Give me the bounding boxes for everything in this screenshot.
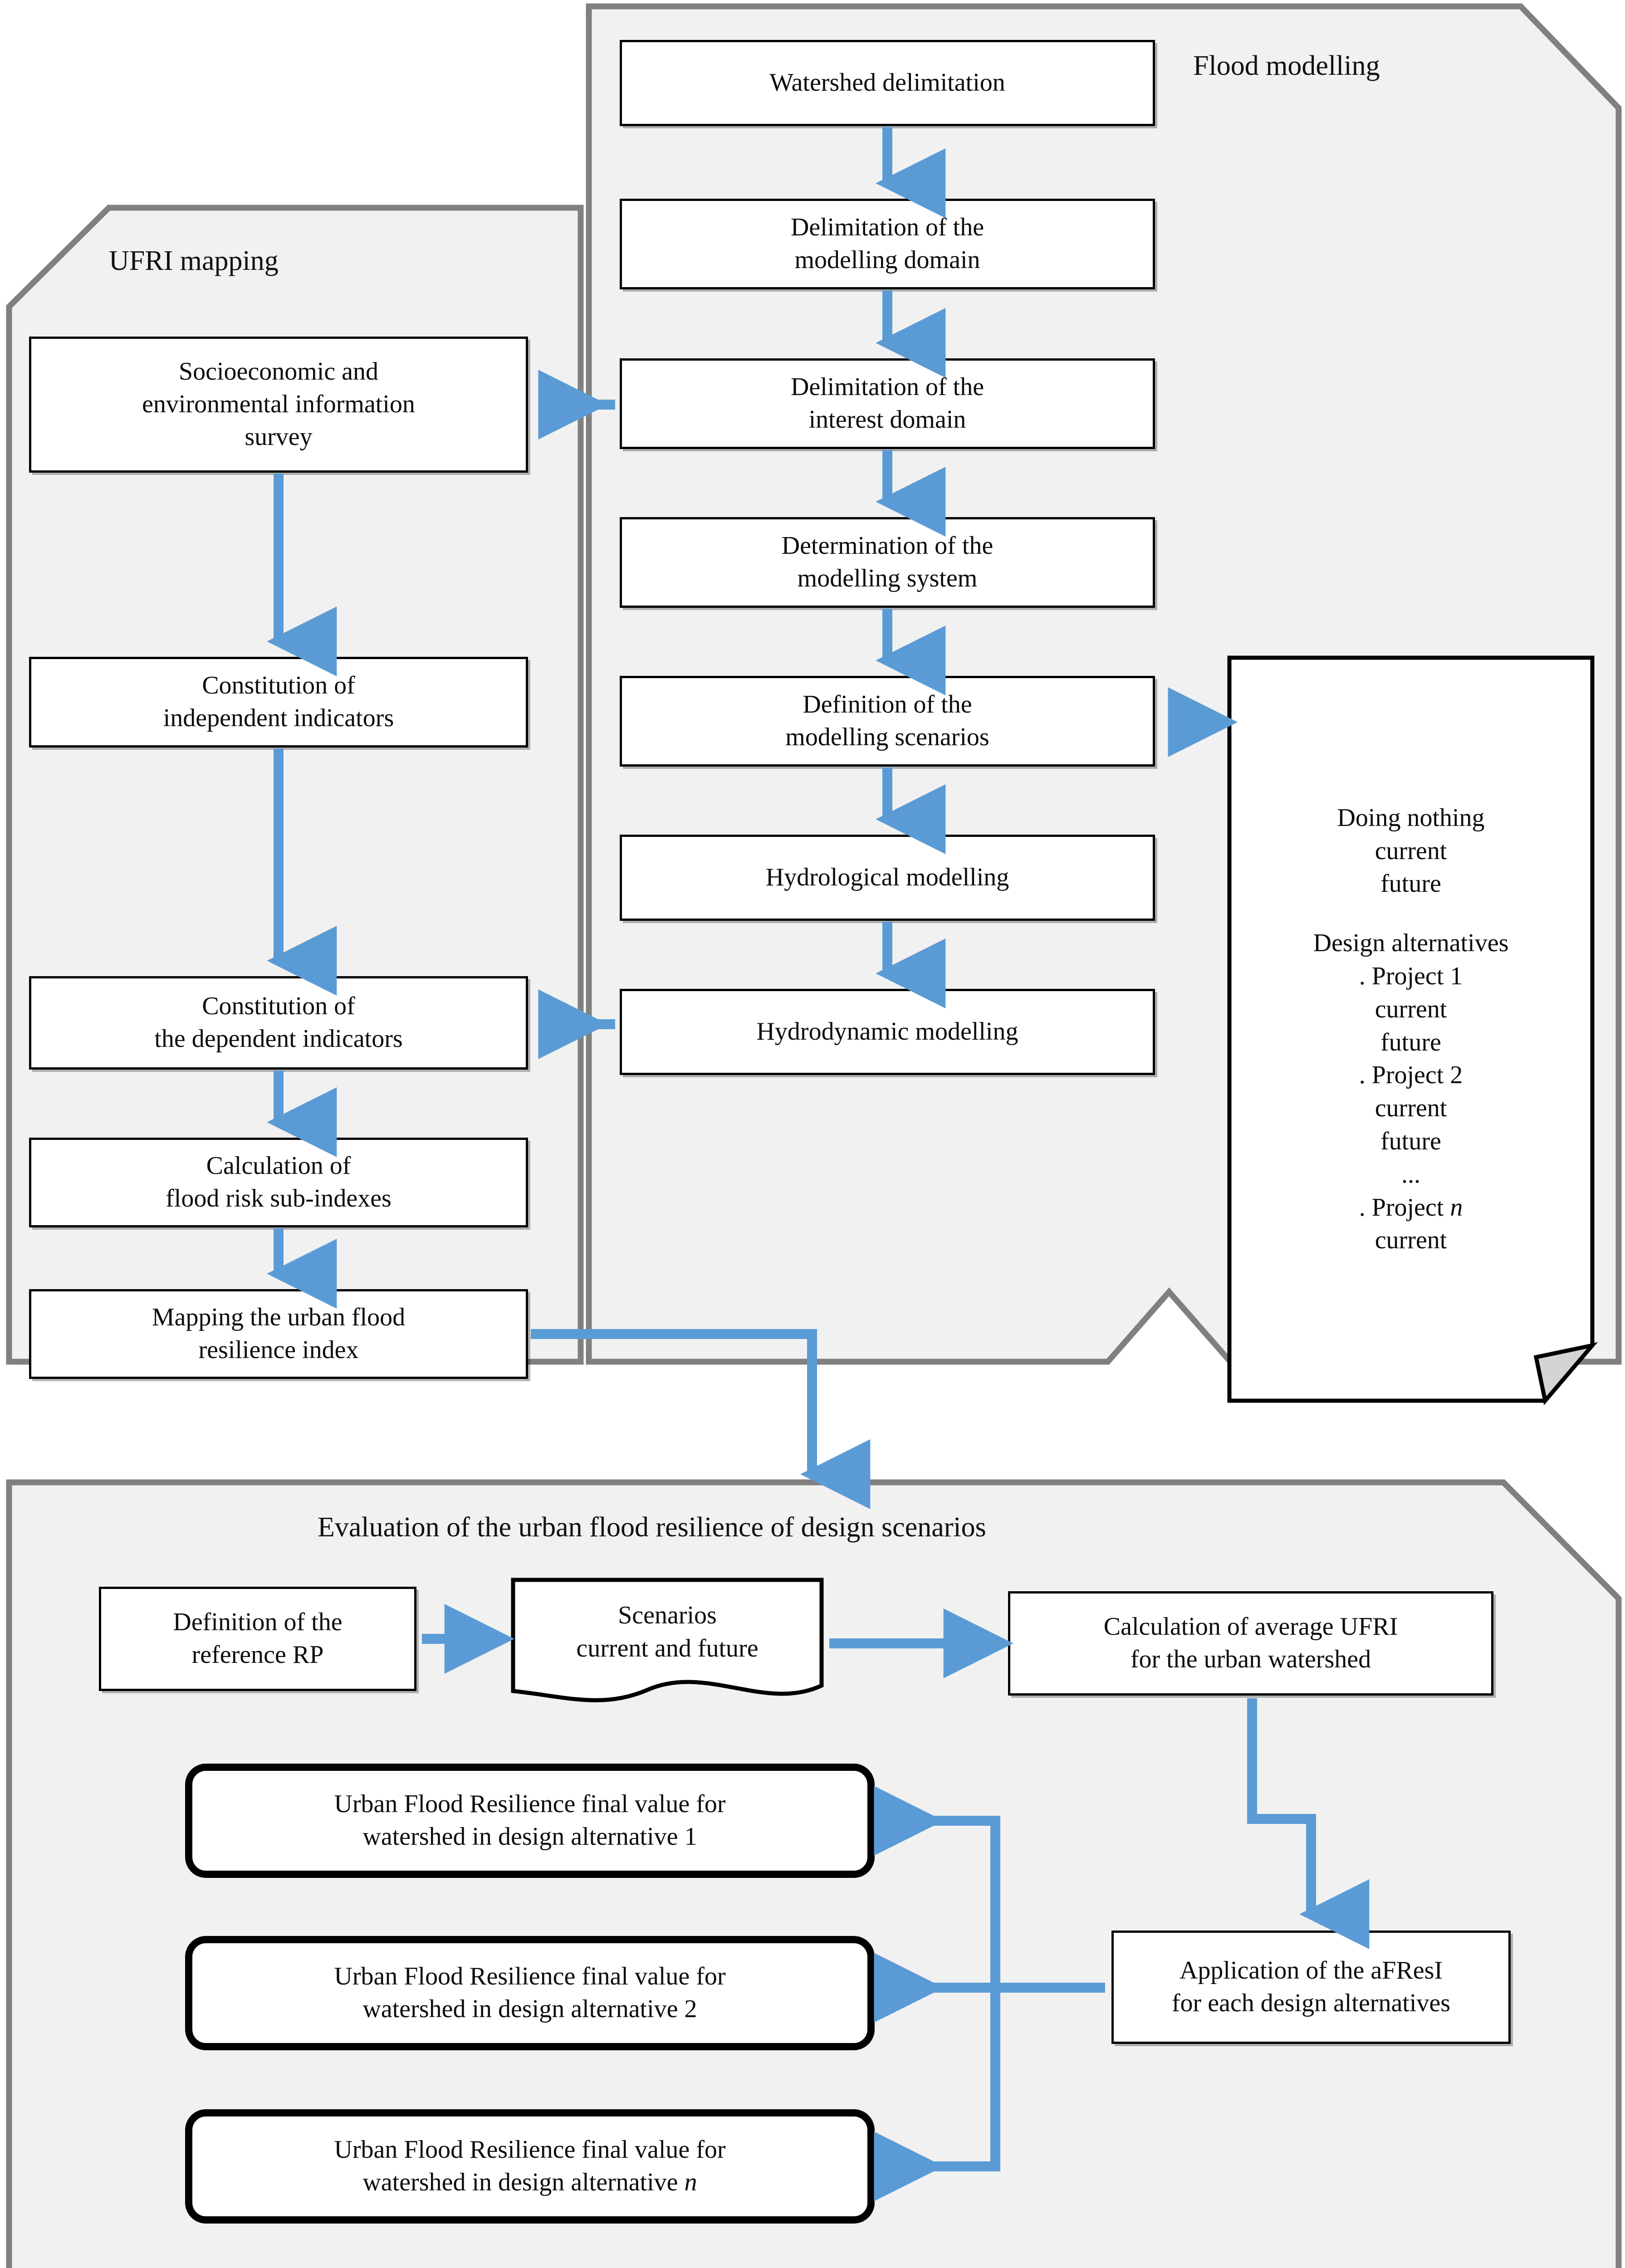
document-design-scenarios[interactable]: Doing nothing current future Design alte… — [1227, 655, 1598, 1405]
shape-scenarios-label: Scenarios current and future — [576, 1601, 759, 1662]
result-box-alternative-2-label: Urban Flood Resilience final value for w… — [334, 1962, 726, 2023]
panel-evaluation-title: Evaluation of the urban flood resilience… — [318, 1512, 986, 1543]
box-delimitation-modelling-domain[interactable]: Delimitation of the modelling domain — [620, 199, 1155, 289]
box-mapping-ufri[interactable]: Mapping the urban flood resilience index — [29, 1289, 528, 1379]
box-flood-risk-sub-indexes-label: Calculation of flood risk sub-indexes — [166, 1152, 392, 1212]
doc-line-12: . Project n — [1359, 1193, 1463, 1222]
box-delimitation-interest-domain-label: Delimitation of the interest domain — [790, 373, 984, 434]
doc-line-5: . Project 1 — [1359, 962, 1463, 990]
doc-line-7: future — [1380, 1028, 1441, 1056]
doc-line-2: future — [1380, 870, 1441, 898]
shape-scenarios-current-future[interactable]: Scenarios current and future — [511, 1578, 824, 1709]
box-definition-modelling-scenarios[interactable]: Definition of the modelling scenarios — [620, 676, 1155, 767]
doc-line-10: future — [1380, 1127, 1441, 1155]
doc-line-3 — [1239, 900, 1582, 927]
box-hydrodynamic-modelling[interactable]: Hydrodynamic modelling — [620, 989, 1155, 1075]
box-definition-reference-rp-label: Definition of the reference RP — [173, 1608, 343, 1669]
shape-scenarios-text: Scenarios current and future — [511, 1578, 824, 1709]
box-calculation-average-ufri[interactable]: Calculation of average UFRI for the urba… — [1008, 1591, 1493, 1696]
document-design-scenarios-text: Doing nothing current future Design alte… — [1228, 656, 1594, 1403]
box-application-afresi[interactable]: Application of the aFResI for each desig… — [1111, 1931, 1511, 2044]
box-independent-indicators[interactable]: Constitution of independent indicators — [29, 657, 528, 748]
panel-ufri-mapping-title: UFRI mapping — [109, 245, 279, 276]
doc-line-0: Doing nothing — [1337, 803, 1485, 832]
box-socioeconomic-survey[interactable]: Socioeconomic and environmental informat… — [29, 337, 528, 473]
box-dependent-indicators[interactable]: Constitution of the dependent indicators — [29, 976, 528, 1070]
box-delimitation-modelling-domain-label: Delimitation of the modelling domain — [790, 213, 984, 274]
box-hydrodynamic-modelling-label: Hydrodynamic modelling — [756, 1017, 1018, 1046]
box-definition-modelling-scenarios-label: Definition of the modelling scenarios — [785, 690, 989, 751]
box-independent-indicators-label: Constitution of independent indicators — [163, 671, 394, 732]
box-determination-modelling-system[interactable]: Determination of the modelling system — [620, 517, 1155, 608]
box-hydrological-modelling[interactable]: Hydrological modelling — [620, 835, 1155, 921]
box-watershed-delimitation-label: Watershed delimitation — [769, 68, 1005, 97]
box-delimitation-interest-domain[interactable]: Delimitation of the interest domain — [620, 358, 1155, 449]
box-flood-risk-sub-indexes[interactable]: Calculation of flood risk sub-indexes — [29, 1138, 528, 1227]
doc-line-8: . Project 2 — [1359, 1061, 1463, 1090]
box-application-afresi-label: Application of the aFResI for each desig… — [1171, 1956, 1451, 2017]
result-box-alternative-1-label: Urban Flood Resilience final value for w… — [334, 1790, 726, 1851]
result-box-alternative-n-label: Urban Flood Resilience final value for w… — [334, 2136, 726, 2196]
box-hydrological-modelling-label: Hydrological modelling — [765, 863, 1009, 892]
box-determination-modelling-system-label: Determination of the modelling system — [781, 532, 994, 592]
doc-line-4: Design alternatives — [1313, 929, 1509, 958]
box-watershed-delimitation[interactable]: Watershed delimitation — [620, 40, 1155, 126]
box-mapping-ufri-label: Mapping the urban flood resilience index — [152, 1303, 406, 1364]
doc-line-11: ... — [1401, 1160, 1420, 1188]
doc-line-9: current — [1375, 1094, 1447, 1123]
result-box-alternative-1[interactable]: Urban Flood Resilience final value for w… — [185, 1764, 875, 1878]
box-definition-reference-rp[interactable]: Definition of the reference RP — [99, 1587, 416, 1691]
result-box-alternative-n[interactable]: Urban Flood Resilience final value for w… — [185, 2109, 875, 2224]
box-socioeconomic-survey-label: Socioeconomic and environmental informat… — [142, 357, 415, 451]
result-box-alternative-2[interactable]: Urban Flood Resilience final value for w… — [185, 1936, 875, 2050]
panel-flood-modelling-title: Flood modelling — [1193, 50, 1380, 81]
doc-line-13: current — [1375, 1226, 1447, 1255]
box-calculation-average-ufri-label: Calculation of average UFRI for the urba… — [1103, 1613, 1398, 1673]
box-dependent-indicators-label: Constitution of the dependent indicators — [154, 992, 403, 1053]
doc-line-1: current — [1375, 836, 1447, 865]
doc-line-6: current — [1375, 995, 1447, 1023]
